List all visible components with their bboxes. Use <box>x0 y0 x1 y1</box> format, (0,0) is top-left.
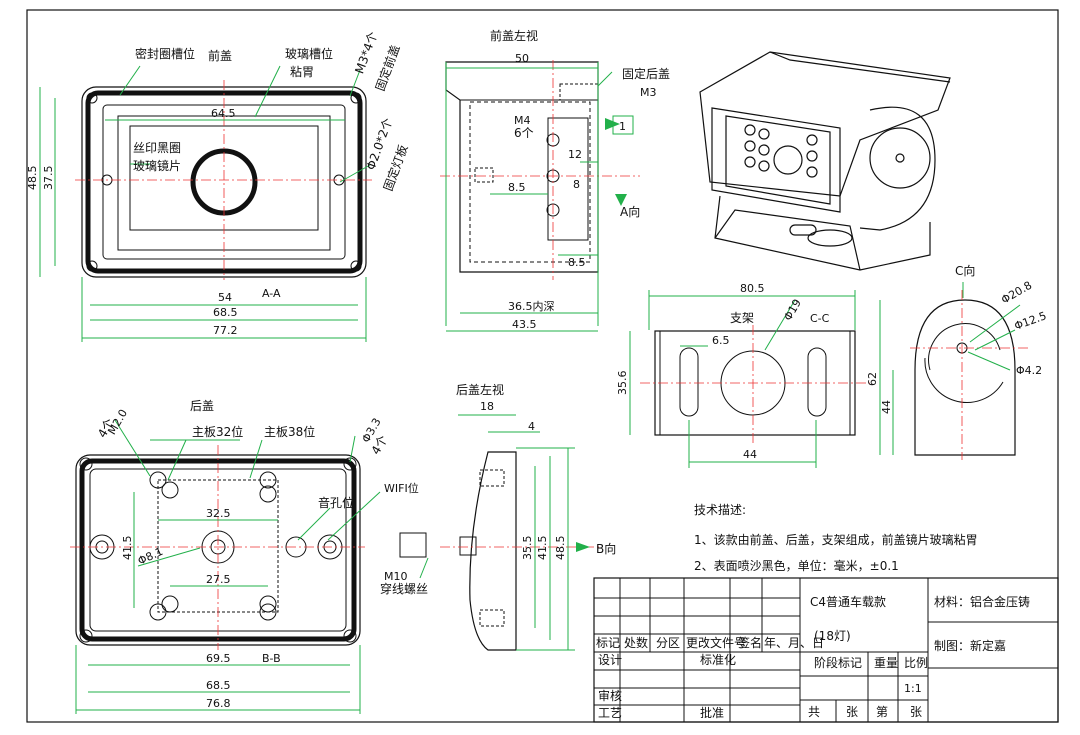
dim-415-side: 41.5 <box>536 536 549 561</box>
sheet-unit: 张 <box>846 705 858 719</box>
dim-485-side: 48.5 <box>554 536 567 561</box>
dim-275: 27.5 <box>206 573 231 586</box>
dim-54: 54 <box>218 291 232 304</box>
dim-phi208: Φ20.8 <box>999 279 1034 307</box>
callout-m3-side: M3 <box>640 86 657 99</box>
dim-12: 12 <box>568 148 582 161</box>
dim-772: 77.2 <box>213 324 238 337</box>
notes-line-2: 2、表面喷沙黑色，单位：毫米，±0.1 <box>694 558 899 573</box>
dim-outer-height: 48.5 <box>26 166 39 191</box>
row-approve: 批准 <box>700 705 724 720</box>
row-review: 审核 <box>598 688 622 703</box>
weight-label: 重量 <box>874 656 898 670</box>
page-unit: 张 <box>910 705 922 719</box>
callout-wifi: WIFI位 <box>384 481 419 495</box>
view-direction-c: C向 <box>955 263 975 278</box>
dim-768: 76.8 <box>206 697 231 710</box>
dim-50: 50 <box>515 52 529 65</box>
dim-44-side: 44 <box>880 400 893 414</box>
material: 材料：铝合金压铸 <box>934 594 1030 609</box>
row-process: 工艺 <box>598 706 622 720</box>
dim-18: 18 <box>480 400 494 413</box>
front-view-title: 前盖 <box>208 48 232 63</box>
sheet-total: 共 <box>808 705 820 719</box>
dim-85-front: 8.5 <box>508 181 526 194</box>
bracket-view <box>629 282 1030 468</box>
dim-8: 8 <box>573 178 580 191</box>
callout-board38: 主板38位 <box>264 424 315 439</box>
bracket-section: C-C <box>810 312 830 325</box>
stage-label: 阶段标记 <box>814 655 862 670</box>
row-standard: 标准化 <box>700 653 736 667</box>
drafter: 制图：新定嘉 <box>934 638 1006 653</box>
title-block <box>593 577 1059 723</box>
callout-screw: 穿线螺丝 <box>380 581 428 596</box>
row-design: 设计 <box>598 653 622 667</box>
dim-325: 32.5 <box>206 507 231 520</box>
callout-glass-groove: 玻璃槽位 <box>285 46 333 61</box>
sheet-border <box>26 9 1059 723</box>
callout-glue: 粘胃 <box>290 64 314 79</box>
product-name: C4普通车载款 <box>810 594 886 609</box>
dim-65: 6.5 <box>712 334 730 347</box>
rear-view-title: 后盖 <box>190 399 214 413</box>
dim-inner-height: 37.5 <box>42 166 55 191</box>
col-signature: 签名 <box>738 635 762 650</box>
product-variant: (18灯) <box>814 629 851 643</box>
notes-line-1: 1、该款由前盖、后盖，支架组成，前盖镜片玻璃粘胃 <box>694 532 978 547</box>
col-date: 年、月、日 <box>764 636 824 650</box>
callout-seal-groove: 密封圈槽位 <box>135 46 195 61</box>
dim-phi19: Φ19 <box>781 297 804 323</box>
dim-685-rear: 68.5 <box>206 679 231 692</box>
badge-one: 1 <box>619 120 626 133</box>
callout-fix-rear: 固定后盖 <box>622 66 670 81</box>
dim-435: 43.5 <box>512 318 537 331</box>
dim-inner-width: 64.5 <box>211 107 236 120</box>
bracket-title: 支架 <box>730 311 754 325</box>
dim-355: 35.5 <box>521 536 534 561</box>
dim-4: 4 <box>528 420 535 433</box>
col-change-file: 更改文件号 <box>686 635 746 650</box>
ratio-value: 1:1 <box>904 682 922 695</box>
page-label: 第 <box>876 705 888 719</box>
callout-board32: 主板32位 <box>192 424 243 439</box>
callout-audio: 音孔位 <box>318 495 354 510</box>
callout-m10: M10 <box>384 570 408 583</box>
col-count: 处数 <box>624 635 648 650</box>
callout-m4: M4 <box>514 114 531 127</box>
callout-lens: 玻璃镜片 <box>133 158 181 173</box>
col-zone: 分区 <box>656 636 680 650</box>
rear-side-title: 后盖左视 <box>456 382 504 397</box>
rear-section-label: B-B <box>262 652 281 665</box>
ratio-label: 比例 <box>904 656 928 670</box>
dim-685: 68.5 <box>213 306 238 319</box>
dim-phi81: Φ8.1 <box>136 545 165 568</box>
front-view <box>39 65 372 342</box>
callout-six: 6个 <box>514 126 534 140</box>
dim-phi42: Φ4.2 <box>1016 364 1042 377</box>
view-direction-a: A向 <box>620 204 640 219</box>
dim-85-bottom: 8.5 <box>568 256 586 269</box>
camera-isometric-sketch <box>699 51 951 271</box>
dim-356: 35.6 <box>616 371 629 396</box>
dim-62: 62 <box>866 372 879 386</box>
col-mark: 标记 <box>596 636 620 650</box>
front-side-view <box>440 60 640 332</box>
front-side-title: 前盖左视 <box>490 28 538 43</box>
rear-view <box>70 419 381 714</box>
callout-m3: M3*4个 <box>352 30 380 76</box>
dim-695: 69.5 <box>206 652 231 665</box>
notes-heading: 技术描述: <box>694 503 746 517</box>
dim-phi125: Φ12.5 <box>1013 309 1049 333</box>
callout-fix-front: 固定前盖 <box>372 43 403 93</box>
dim-805: 80.5 <box>740 282 765 295</box>
dim-44-bracket: 44 <box>743 448 757 461</box>
callout-print: 丝印黑圈 <box>133 141 181 155</box>
rear-side-view <box>399 414 600 651</box>
dim-365-depth: 36.5内深 <box>508 299 555 313</box>
front-section-label: A-A <box>262 287 281 300</box>
dim-415-rear: 41.5 <box>121 536 134 561</box>
view-direction-b: B向 <box>596 541 616 556</box>
